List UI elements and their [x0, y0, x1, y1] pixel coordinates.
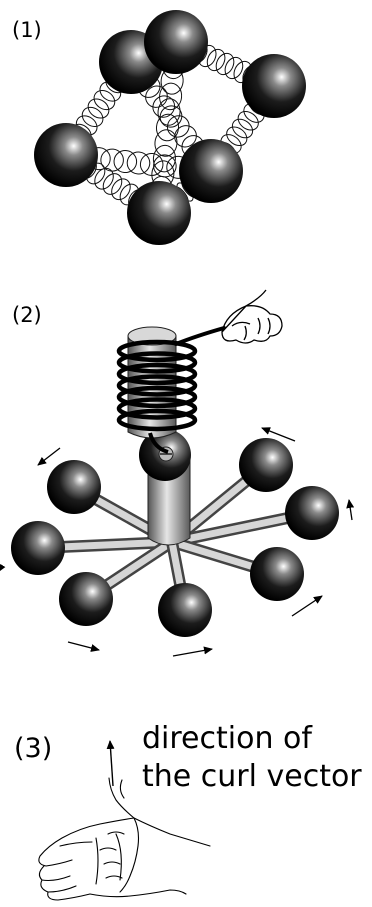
ball [242, 54, 306, 118]
wheel-ball [47, 460, 101, 514]
panel-label-3: (3) [14, 733, 53, 764]
caption-line-2: the curl vector [142, 759, 362, 794]
curl-vector-arrow [106, 740, 115, 787]
wire [174, 326, 226, 346]
rotation-arrows [0, 427, 355, 657]
wheel-ball [285, 486, 339, 540]
panel-label-1: (1) [12, 18, 42, 42]
coil-turn [116, 339, 198, 363]
coil-turn [116, 351, 198, 374]
coil-turn [116, 408, 198, 432]
rotation-arrow [0, 563, 6, 573]
coil-turn [116, 362, 198, 386]
panel-label-2: (2) [12, 303, 42, 327]
wheel-balls [11, 438, 339, 637]
ball [127, 181, 191, 245]
wheel-ball [158, 583, 212, 637]
rotation-arrow [67, 641, 100, 652]
wheel-ball [239, 438, 293, 492]
wheel-ball [11, 521, 65, 575]
coil-spring [116, 339, 198, 432]
coil-turn [116, 385, 198, 409]
ball [179, 139, 243, 203]
coil-turn [116, 397, 198, 420]
coil-lead [148, 432, 169, 454]
paddle-wheel [0, 289, 355, 657]
right-hand-rule [38, 740, 211, 901]
caption-line-1: direction of [142, 721, 312, 756]
coil-turn [116, 374, 198, 397]
spring-cube [34, 10, 306, 245]
rotation-arrow [291, 595, 323, 617]
right-hand-icon [38, 777, 211, 901]
balls [34, 10, 306, 245]
rotation-arrow [37, 447, 61, 466]
wheel-ball [250, 547, 304, 601]
curl-vector-caption: direction of the curl vector [142, 720, 362, 796]
rotation-arrow [261, 427, 296, 442]
ball [144, 10, 208, 74]
rotation-arrow [172, 646, 213, 657]
rotation-arrow [346, 499, 355, 521]
wheel-ball [59, 572, 113, 626]
ball [34, 123, 98, 187]
hand-icon [221, 289, 283, 344]
